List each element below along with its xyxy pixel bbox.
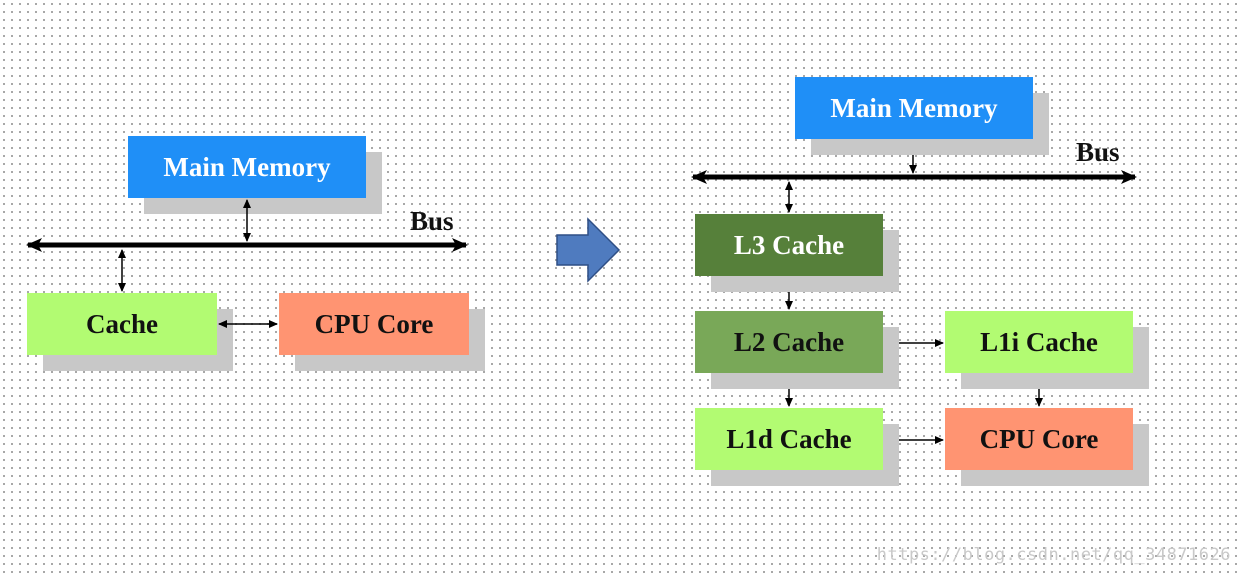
transition-arrow-icon xyxy=(556,217,621,283)
left-cache-box: Cache xyxy=(27,293,217,355)
right-l1d-cache-box: L1d Cache xyxy=(695,408,883,470)
watermark-text: https://blog.csdn.net/qq_34871626 xyxy=(876,545,1231,565)
left-cpu-core-box: CPU Core xyxy=(279,293,469,355)
right-l3-cache-box: L3 Cache xyxy=(695,214,883,276)
right-l1i-cache-box: L1i Cache xyxy=(945,311,1133,373)
left-bus-label: Bus xyxy=(410,206,454,236)
left-main-memory-box: Main Memory xyxy=(128,136,366,198)
right-main-memory-box: Main Memory xyxy=(795,77,1033,139)
right-bus-label: Bus xyxy=(1076,137,1120,167)
right-l2-cache-box: L2 Cache xyxy=(695,311,883,373)
right-cpu-core-box: CPU Core xyxy=(945,408,1133,470)
